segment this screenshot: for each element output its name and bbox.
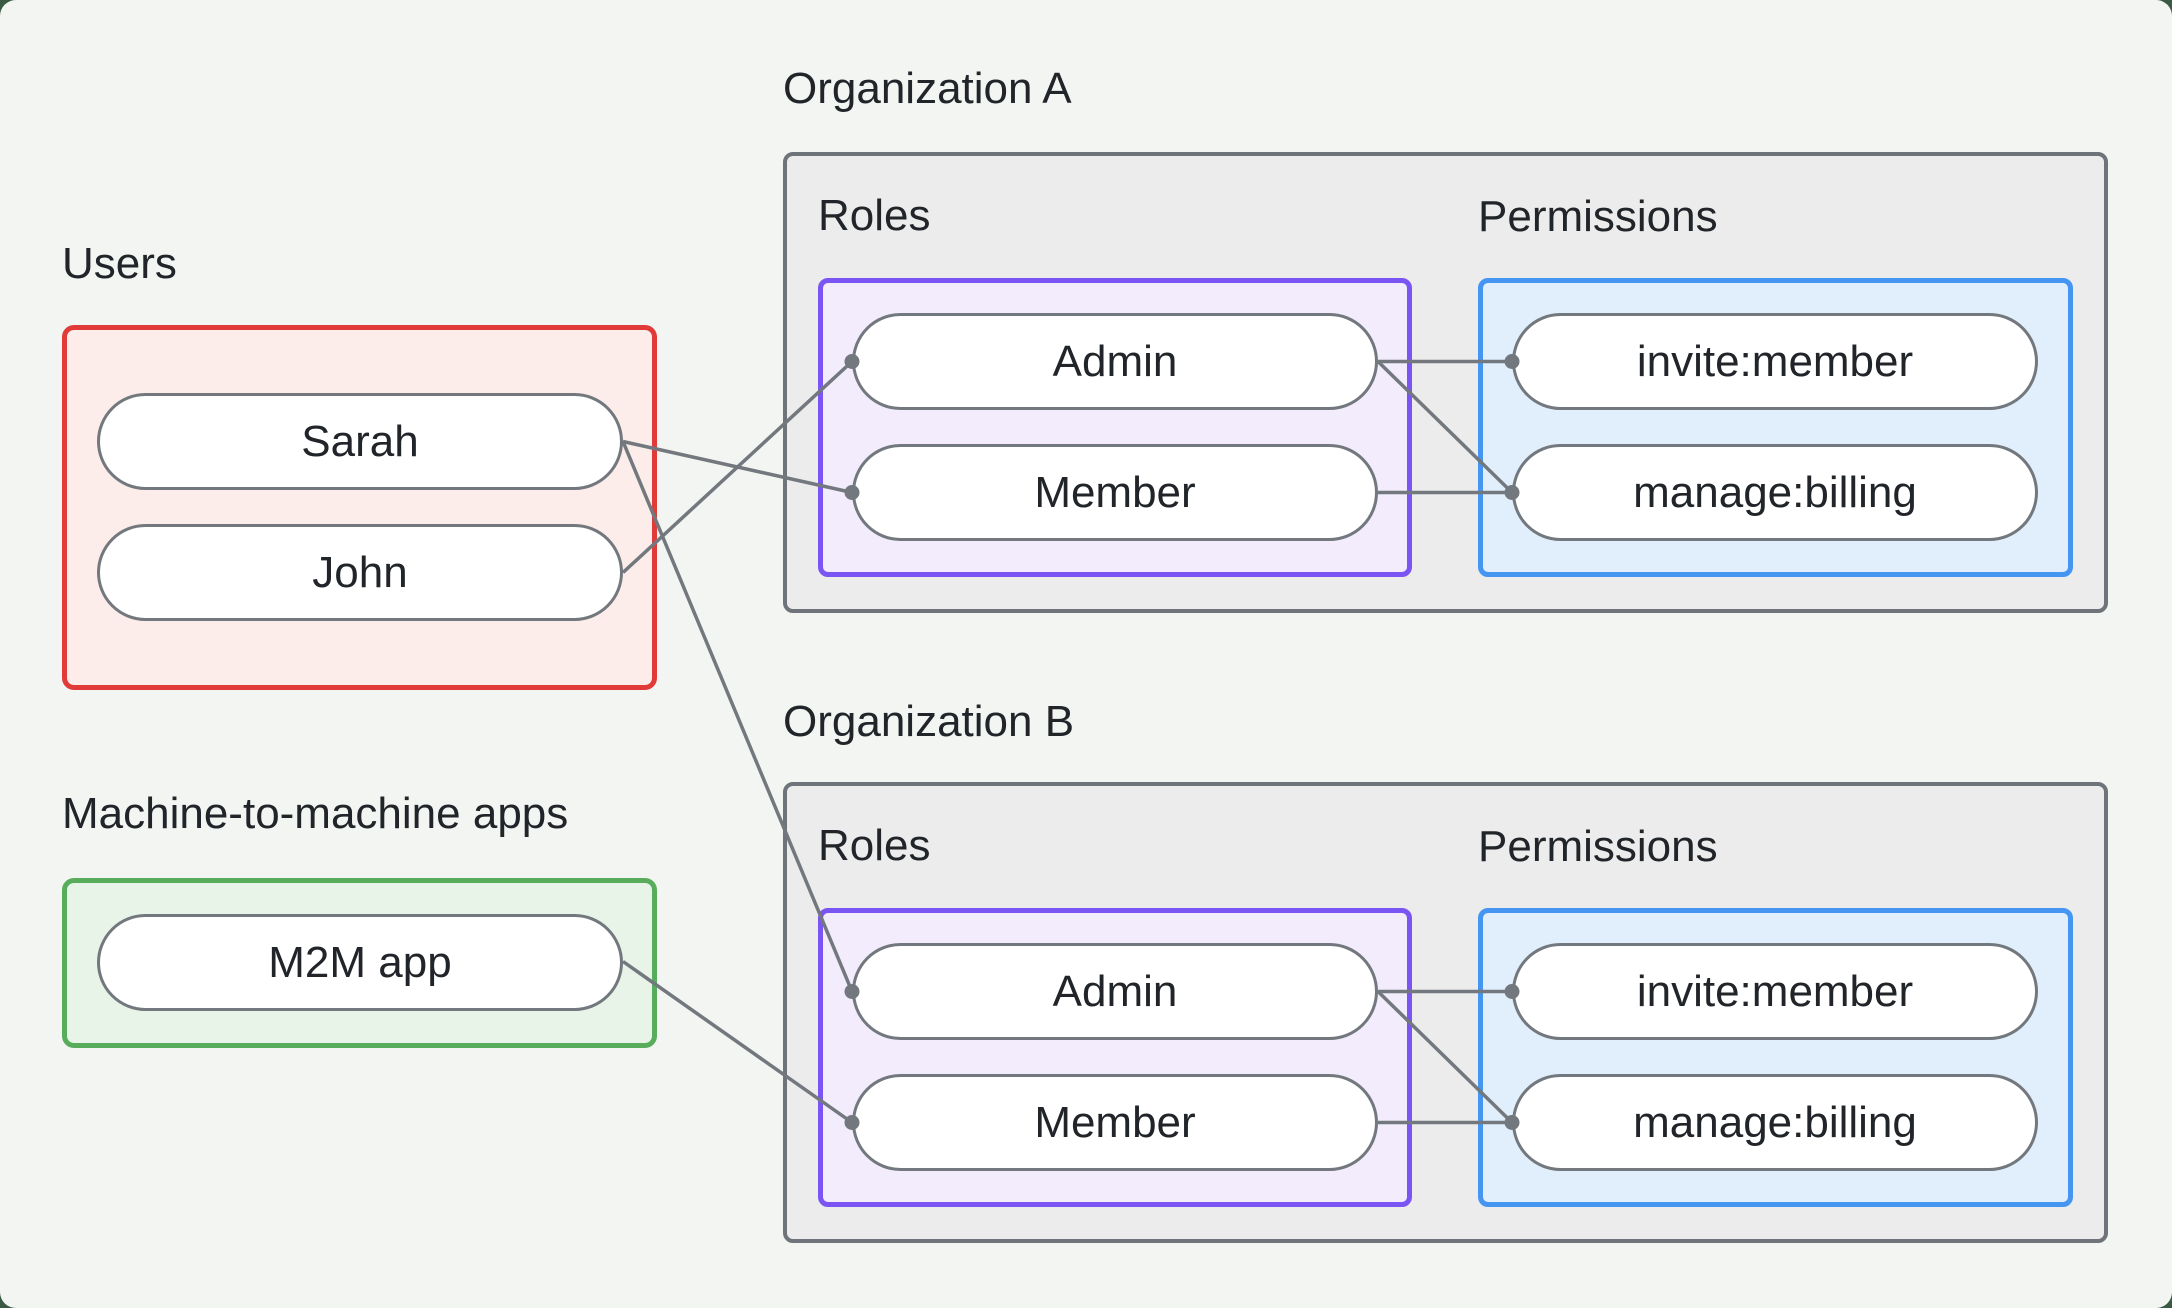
m2m-app-node: M2M app [97,914,623,1011]
org-b-permission-manage-billing: manage:billing [1512,1074,2038,1171]
org-b-permissions-label: Permissions [1478,822,1718,871]
user-node-john: John [97,524,623,621]
org-b-title: Organization B [783,697,1075,746]
org-a-role-member: Member [852,444,1378,541]
users-group-box [62,325,657,690]
org-b-permission-invite-member: invite:member [1512,943,2038,1040]
org-b-role-member: Member [852,1074,1378,1171]
m2m-section-label: Machine-to-machine apps [62,789,569,838]
org-a-role-admin: Admin [852,313,1378,410]
user-node-sarah: Sarah [97,393,623,490]
org-b-roles-label: Roles [818,821,931,870]
org-a-permission-manage-billing: manage:billing [1512,444,2038,541]
org-a-permissions-label: Permissions [1478,192,1718,241]
org-a-roles-label: Roles [818,191,931,240]
org-b-role-admin: Admin [852,943,1378,1040]
users-section-label: Users [62,239,177,288]
org-a-permission-invite-member: invite:member [1512,313,2038,410]
org-a-title: Organization A [783,64,1072,113]
